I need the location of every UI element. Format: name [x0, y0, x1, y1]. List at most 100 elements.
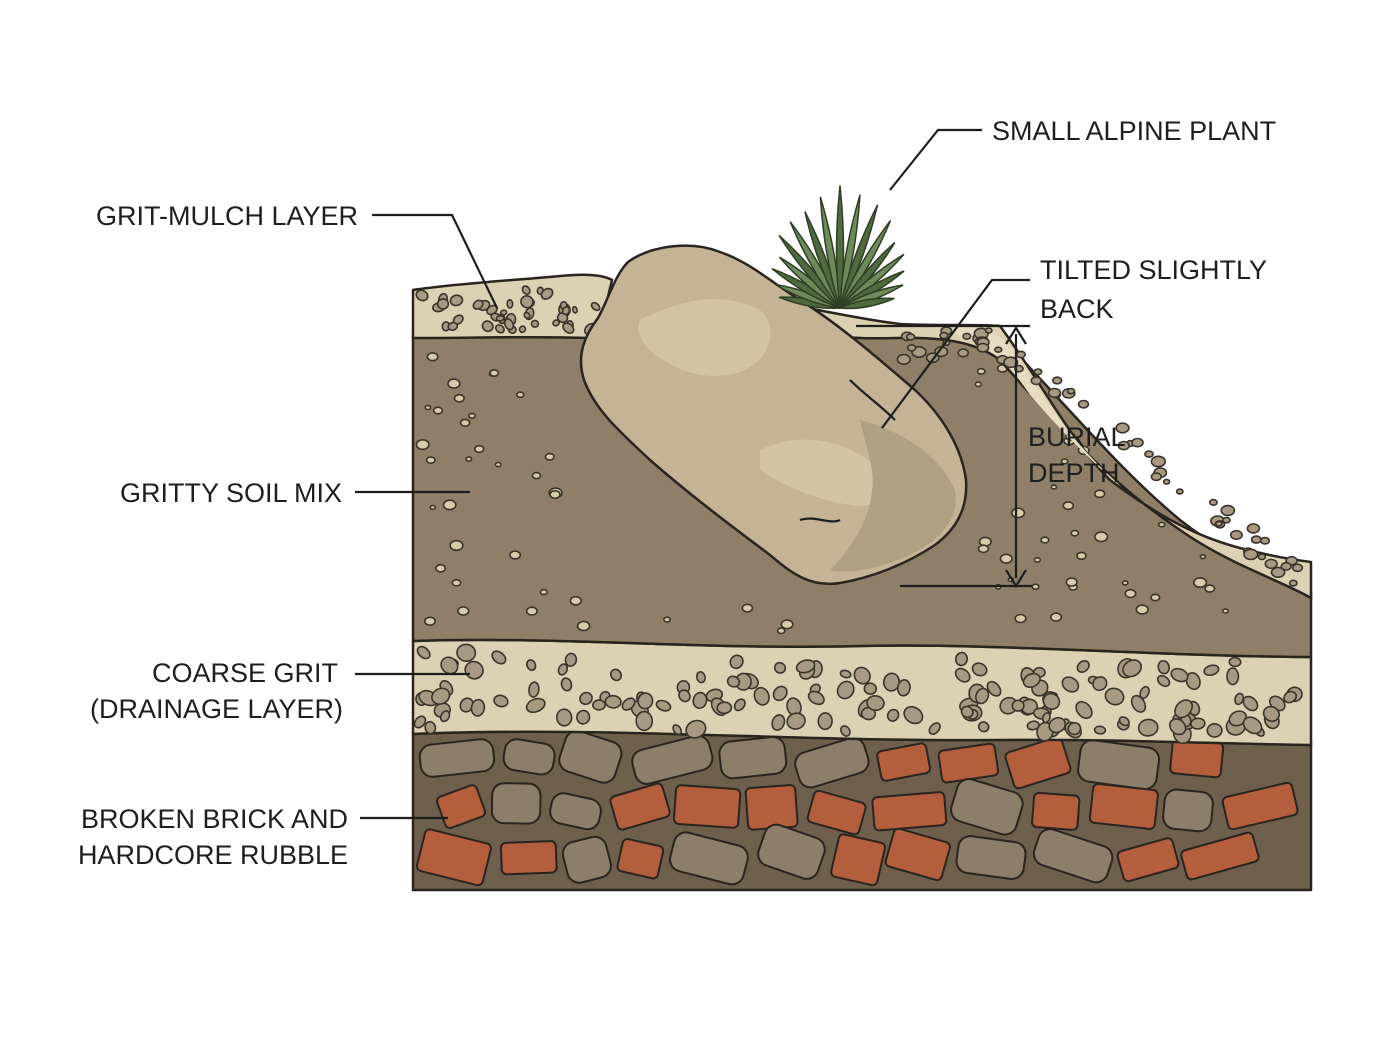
mulch-stone	[1210, 500, 1217, 506]
soil-grain	[490, 370, 498, 376]
soil-grain	[517, 392, 524, 397]
soil-grain	[1200, 555, 1205, 559]
mulch-stone	[963, 333, 971, 339]
soil-grain	[1066, 578, 1077, 586]
grit-stone	[593, 700, 606, 710]
burial-label-line2: DEPTH	[1028, 458, 1120, 488]
mulch-stone	[897, 355, 910, 365]
grit-stone	[1227, 668, 1239, 685]
mulch-stone	[507, 300, 513, 308]
soil-grain	[1205, 585, 1214, 592]
soil-grain	[742, 604, 752, 612]
mulch-stone	[437, 299, 448, 310]
grit-stone	[556, 708, 572, 726]
mulch-stone	[977, 344, 988, 352]
mulch-stone	[1290, 580, 1297, 586]
mulch-stone	[1177, 489, 1183, 494]
brick-piece	[745, 785, 797, 830]
soil-grain	[452, 580, 460, 586]
soil-grain	[1123, 581, 1128, 585]
mulch-stone	[908, 345, 916, 351]
mulch-stone	[1247, 524, 1259, 533]
mulch-stone	[1017, 351, 1026, 357]
mulch-stone	[995, 347, 1002, 352]
grit-label-line2: (DRAINAGE LAYER)	[90, 694, 343, 724]
grit-label-line1: COARSE GRIT	[152, 658, 338, 688]
soil-grain	[1071, 531, 1078, 536]
mulch-stone	[1164, 479, 1170, 484]
soil-grain	[1077, 552, 1086, 559]
soil-grain	[578, 622, 590, 631]
soil-grain	[545, 454, 554, 460]
mulch-stone	[1221, 506, 1234, 516]
brick-piece	[938, 743, 999, 783]
soil-grain	[1159, 522, 1165, 526]
mulch-stone	[1231, 531, 1242, 540]
mulch-stone	[940, 333, 948, 339]
soil-grain	[416, 440, 429, 450]
grit-stone	[1229, 657, 1241, 666]
soil-grain	[1125, 590, 1135, 598]
soil-grain	[495, 462, 501, 466]
drainage-layer	[412, 640, 1311, 745]
brick-piece	[1089, 783, 1158, 829]
mulch-stone	[1252, 536, 1261, 543]
hardcore-stone	[718, 736, 787, 780]
soil-grain	[975, 382, 981, 386]
soil-grain	[1015, 615, 1026, 623]
mulch-stone	[1216, 521, 1222, 526]
plant-label: SMALL ALPINE PLANT	[992, 116, 1276, 146]
tilt-label-line1: TILTED SLIGHTLY	[1040, 255, 1267, 285]
rubble-label-line2: HARDCORE RUBBLE	[78, 840, 348, 870]
soil-grain	[527, 607, 537, 615]
soil-grain	[1095, 490, 1105, 497]
brick-piece	[1170, 739, 1224, 778]
mulch-stone	[496, 315, 504, 321]
soil-grain	[979, 545, 989, 552]
hardcore-stone	[492, 783, 541, 824]
soil-grain	[550, 491, 560, 499]
soil-grain	[1035, 558, 1041, 562]
mulch-stone	[907, 334, 915, 340]
brick-piece	[501, 841, 557, 874]
soil-grain	[664, 617, 670, 622]
mulch-stone	[1151, 456, 1165, 466]
mulch-stone	[1145, 451, 1153, 457]
mulch-stone	[1132, 439, 1143, 447]
grit-stone	[605, 695, 621, 708]
soil-grain	[1000, 554, 1012, 563]
tilt-label-line2: BACK	[1040, 294, 1114, 324]
grit-stone	[1190, 718, 1205, 730]
hardcore-stone	[1162, 788, 1214, 832]
hardcore-stone	[955, 835, 1027, 881]
soil-grain	[781, 620, 793, 629]
soil-grain	[1041, 537, 1049, 543]
mulch-stone	[1281, 563, 1291, 570]
mulch-stone	[1265, 560, 1277, 569]
mulch-stone	[1034, 369, 1041, 375]
soil-grain	[427, 457, 435, 463]
soil-grain	[469, 413, 475, 418]
soil-grain	[510, 551, 520, 559]
soil-grain	[425, 406, 430, 410]
soil-grain	[444, 500, 456, 509]
soil-grain	[1136, 605, 1148, 614]
soil-grain	[450, 541, 463, 551]
grit-stone	[1012, 700, 1024, 711]
mulch-stone	[572, 306, 578, 313]
mulch-stone	[1261, 538, 1270, 544]
mulch-stone	[1049, 389, 1061, 398]
mulch-stone	[1079, 401, 1089, 408]
soil-grain	[1151, 594, 1160, 600]
rubble-label-line1: BROKEN BRICK AND	[81, 804, 348, 834]
soil-grain	[1223, 609, 1228, 613]
grit-stone	[1207, 723, 1222, 737]
soil-grain	[1051, 613, 1062, 621]
mulch-label: GRIT-MULCH LAYER	[96, 201, 358, 231]
soil-grain	[455, 395, 465, 402]
soil-grain	[1194, 578, 1207, 587]
brick-piece	[674, 785, 741, 828]
plant-leader	[890, 130, 982, 190]
soil-grain	[978, 369, 985, 374]
